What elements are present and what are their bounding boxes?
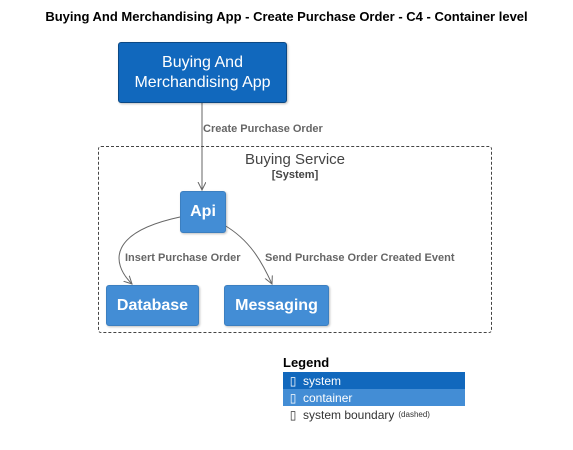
legend-item-container: ▯ container (283, 389, 465, 406)
buying-merchandising-app-node[interactable]: Buying And Merchandising App (118, 42, 287, 103)
legend-item-boundary: ▯ system boundary (dashed) (283, 406, 465, 423)
app-name-line1: Buying And (162, 53, 243, 71)
arrow-api-to-database (118, 216, 181, 284)
system-icon: ▯ (289, 373, 297, 388)
database-container-node[interactable]: Database (106, 285, 199, 326)
relation-label-create-purchase-order: Create Purchase Order (203, 123, 323, 135)
legend-boundary-note: (dashed) (398, 410, 430, 419)
messaging-container-node[interactable]: Messaging (224, 285, 329, 326)
diagram-title: Buying And Merchandising App - Create Pu… (45, 9, 528, 24)
boundary-type: [System] (271, 169, 319, 181)
boundary-icon: ▯ (289, 407, 297, 422)
buying-service-boundary: Buying Service [System] (98, 146, 492, 333)
legend: Legend ▯ system ▯ container ▯ system bou… (283, 355, 465, 423)
legend-label-system: system (303, 373, 342, 388)
api-container-node[interactable]: Api (180, 191, 226, 233)
legend-item-system: ▯ system (283, 372, 465, 389)
app-name-line2: Merchandising App (134, 73, 271, 91)
legend-title: Legend (283, 355, 330, 370)
container-icon: ▯ (289, 390, 297, 405)
relation-label-insert-purchase-order: Insert Purchase Order (125, 252, 241, 264)
legend-label-container: container (303, 390, 353, 405)
arrow-api-to-messaging (223, 224, 272, 284)
boundary-name: Buying Service (244, 151, 346, 168)
relation-label-send-event: Send Purchase Order Created Event (265, 252, 455, 264)
legend-label-boundary: system boundary (303, 407, 395, 422)
